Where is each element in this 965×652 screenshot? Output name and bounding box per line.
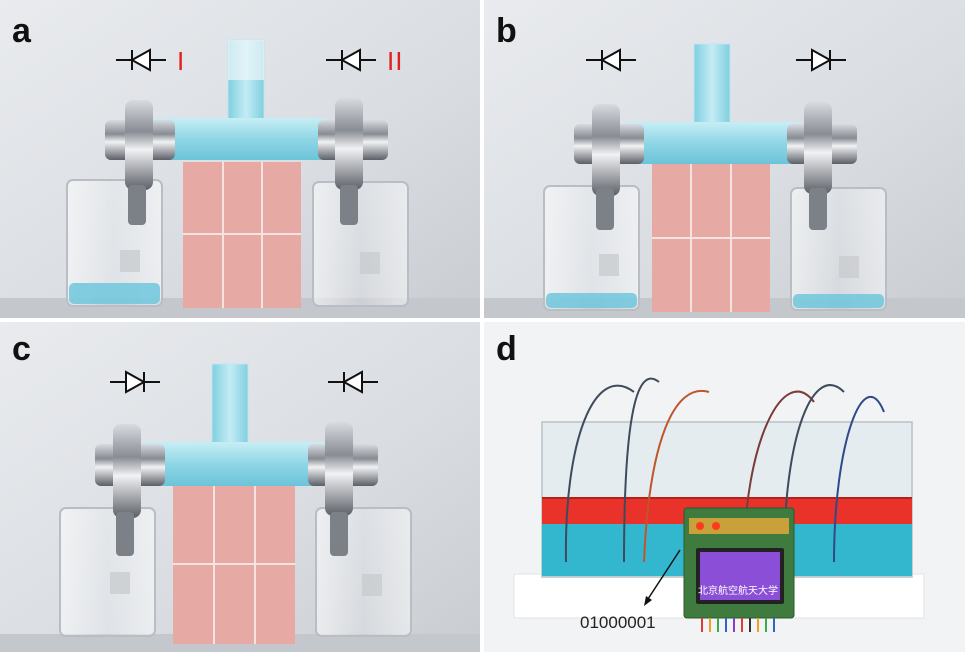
marker-roman-one: I	[177, 46, 186, 76]
diode-icon	[326, 48, 376, 72]
panel-a-photo	[0, 0, 480, 318]
clamp-right	[318, 98, 388, 225]
diode-icon	[328, 370, 378, 394]
diode-icon	[586, 48, 636, 72]
marker-roman-two: II	[387, 46, 404, 76]
clamp-left	[95, 424, 165, 556]
binary-code-label: 01000001	[580, 613, 656, 632]
arrow-icon	[644, 549, 681, 606]
lcd-display-text: 北京航空航天大学	[698, 586, 778, 597]
diode-icon	[110, 370, 160, 394]
panel-d-photo	[484, 322, 965, 652]
panel-label-c: c	[12, 330, 31, 368]
pink-block	[652, 164, 770, 312]
panel-label-b: b	[496, 12, 517, 50]
diode-icon	[116, 48, 166, 72]
pink-block	[183, 162, 301, 308]
electrode-wires	[564, 377, 885, 563]
clamp-right	[308, 422, 378, 556]
clamp-left	[105, 100, 175, 225]
panel-label-d: d	[496, 330, 517, 368]
panel-label-a: a	[12, 12, 31, 50]
beaker-left	[543, 185, 640, 311]
panel-d: d 北京航空航天大学 01000001	[484, 322, 965, 652]
beaker-left	[59, 507, 156, 637]
beaker-left	[66, 179, 163, 307]
pink-block	[173, 484, 295, 644]
beaker-right	[790, 187, 887, 311]
panel-c-photo	[0, 322, 480, 652]
beaker-right	[312, 181, 409, 307]
diode-icon	[796, 48, 846, 72]
panel-a: a I II	[0, 0, 480, 318]
circuit-board	[683, 507, 795, 632]
panel-b-photo	[484, 0, 965, 318]
clamp-left	[574, 104, 644, 230]
clamp-right	[787, 102, 857, 230]
panel-b: b	[484, 0, 965, 318]
panel-c: c	[0, 322, 480, 652]
